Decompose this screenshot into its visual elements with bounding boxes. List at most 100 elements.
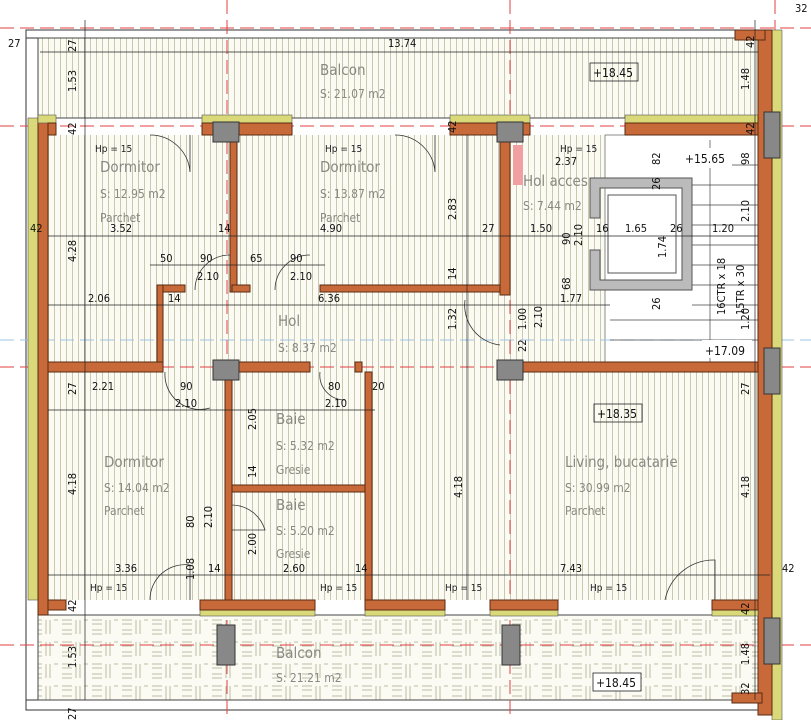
doors <box>149 134 716 601</box>
room-name: Baie <box>276 410 306 428</box>
dimension-label: 1.08 <box>184 558 197 580</box>
dimension-label: 1.20 <box>712 222 734 235</box>
dimension-label: 65 <box>250 252 263 265</box>
dimension-label: 27 <box>482 222 495 235</box>
dimension-label: 90 <box>180 380 193 393</box>
dimension-label: 14 <box>208 562 221 575</box>
dimension-label: 27 <box>66 707 79 720</box>
dimension-label: 2.10 <box>572 224 585 246</box>
dimension-label: 14 <box>446 267 459 280</box>
dimension-label: 1.00 <box>516 308 529 330</box>
pillars <box>212 111 781 666</box>
dimension-label: 2.00 <box>246 533 259 555</box>
dimension-label: 1.77 <box>560 292 582 305</box>
room-hol: Hol S: 8.37 m2 <box>278 312 337 355</box>
ceiling-height: Hp = 15 <box>95 144 132 155</box>
room-dormitor-1: Hp = 15 Dormitor S: 12.95 m2 Parchet <box>95 144 166 225</box>
dimension-label: 1.65 <box>625 222 647 235</box>
stair-labels: +15.65 +17.09 16CTR x 18 15TR x 30 <box>682 148 752 358</box>
dimension-label: 1.53 <box>66 70 79 92</box>
floor-finish: Gresie <box>276 547 311 561</box>
dimension-label: 32 <box>795 2 808 15</box>
floor-finish: Parchet <box>320 211 360 225</box>
dimension-label: 2.10 <box>325 397 347 410</box>
room-name: Dormitor <box>104 453 164 471</box>
dimension-label: 26 <box>650 297 663 310</box>
room-area: S: 8.37 m2 <box>278 341 337 355</box>
room-area: S: 21.07 m2 <box>320 87 386 101</box>
level-mark: +18.45 <box>596 676 636 690</box>
room-area: S: 5.32 m2 <box>276 439 335 453</box>
dimension-label: 4.90 <box>320 222 342 235</box>
dimension-label: 26 <box>670 222 683 235</box>
dimension-label: 20 <box>372 380 385 393</box>
room-balcon-bottom: Balcon S: 21.21 m2 +18.45 <box>276 644 642 692</box>
room-name: Baie <box>276 496 306 514</box>
room-area: S: 7.44 m2 <box>523 199 582 213</box>
balcony-bottom-floor <box>37 614 759 701</box>
dimension-label: 3.36 <box>115 562 137 575</box>
dimension-label: 1.20 <box>739 308 752 330</box>
floor-finish: Parchet <box>100 211 140 225</box>
ceiling-height: Hp = 15 <box>325 144 362 155</box>
level-mark: +18.35 <box>597 407 637 421</box>
dimension-label: 80 <box>184 515 197 528</box>
dimension-label: 22 <box>516 339 529 352</box>
dimension-label: 42 <box>66 599 79 612</box>
dimension-label: 13.74 <box>388 37 416 50</box>
dimension-label: 42 <box>30 222 43 235</box>
ceiling-height: Hp = 15 <box>320 583 357 594</box>
dimension-label: 27 <box>66 39 79 52</box>
room-name: Dormitor <box>320 158 380 176</box>
balcony-top-floor <box>37 37 759 119</box>
level-mark: +18.45 <box>593 66 633 80</box>
floor-finish: Parchet <box>104 504 144 518</box>
dimension-label: 90 <box>290 252 303 265</box>
dimension-label: 2.21 <box>92 380 114 393</box>
dimension-label: 42 <box>782 562 795 575</box>
dimension-label: 82 <box>650 152 663 165</box>
dimension-label: 14 <box>246 465 259 478</box>
dimension-lines <box>40 20 770 700</box>
room-area: S: 13.87 m2 <box>320 187 386 201</box>
dimension-label: 2.83 <box>446 198 459 220</box>
room-name: Dormitor <box>100 158 160 176</box>
room-baie-1: Baie S: 5.32 m2 Gresie <box>276 410 335 477</box>
room-name: Living, bucatarie <box>565 453 678 471</box>
dimension-label: 42 <box>446 120 459 133</box>
dimension-label: 2.10 <box>197 270 219 283</box>
dimension-label: 90 <box>200 252 213 265</box>
stair-risers: 16CTR x 18 <box>715 258 728 315</box>
dimension-label: 1.48 <box>739 643 752 665</box>
dimension-label: 27 <box>66 382 79 395</box>
dimension-label: 80 <box>328 380 341 393</box>
dimension-label: 42 <box>66 122 79 135</box>
dimension-label: 32 <box>739 682 752 695</box>
dimension-label: 14 <box>168 292 181 305</box>
dimension-label: 1.53 <box>66 646 79 668</box>
dimension-label: 2.10 <box>532 306 545 328</box>
stair-treads: 15TR x 30 <box>734 265 747 315</box>
floor-finish: Gresie <box>276 463 311 477</box>
dimension-label: 2.10 <box>202 506 215 528</box>
room-name: Balcon <box>320 61 366 79</box>
dimension-label: 4.18 <box>739 476 752 498</box>
dimension-label: 2.10 <box>739 200 752 222</box>
dimension-label: 50 <box>160 252 173 265</box>
room-baie-2: Baie S: 5.20 m2 Gresie Hp = 15 <box>276 496 357 594</box>
elevator-shaft <box>589 177 693 291</box>
dimension-label: 27 <box>8 37 21 50</box>
dimension-label: 4.18 <box>452 476 465 498</box>
dimension-label: 16 <box>596 222 609 235</box>
ceiling-height: Hp = 15 <box>90 583 127 594</box>
dimension-label: 6.36 <box>318 292 340 305</box>
dimension-label: 4.28 <box>66 240 79 262</box>
room-area: S: 30.99 m2 <box>565 481 631 495</box>
dimension-label: 7.43 <box>560 562 582 575</box>
dimension-label: 4.18 <box>66 473 79 495</box>
level-mark: +15.65 <box>685 152 725 166</box>
room-balcon-top: Balcon S: 21.07 m2 +18.45 <box>320 61 639 101</box>
ceiling-height: Hp = 15 <box>445 583 482 594</box>
